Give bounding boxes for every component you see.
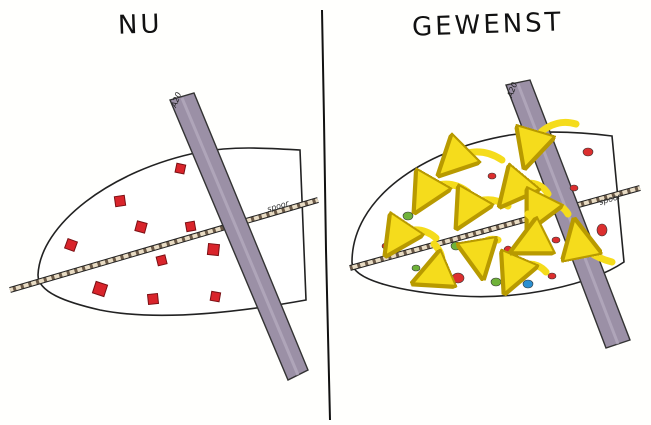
business-square: [210, 291, 220, 301]
business-square: [135, 221, 147, 233]
business-dot: [548, 273, 556, 279]
business-square: [156, 255, 167, 266]
business-square: [207, 244, 219, 256]
business-dot: [412, 265, 420, 271]
left-panel: spoor A20: [10, 91, 318, 380]
business-dot: [523, 280, 533, 288]
business-dot: [403, 212, 413, 220]
business-dot: [583, 148, 593, 156]
business-dot: [427, 197, 433, 203]
right-panel: spoor A20: [350, 80, 640, 348]
business-square: [148, 294, 159, 305]
panel-divider: [322, 10, 330, 420]
business-square: [114, 195, 125, 206]
business-dot: [504, 246, 512, 254]
business-square: [185, 221, 195, 231]
business-dot: [382, 243, 390, 249]
business-dot: [452, 273, 464, 283]
business-dot: [488, 173, 496, 179]
business-dot: [451, 242, 461, 250]
business-dot: [570, 185, 578, 191]
business-dot: [597, 224, 607, 236]
business-dot: [491, 278, 501, 286]
business-dot: [552, 237, 560, 243]
business-square: [175, 163, 186, 174]
